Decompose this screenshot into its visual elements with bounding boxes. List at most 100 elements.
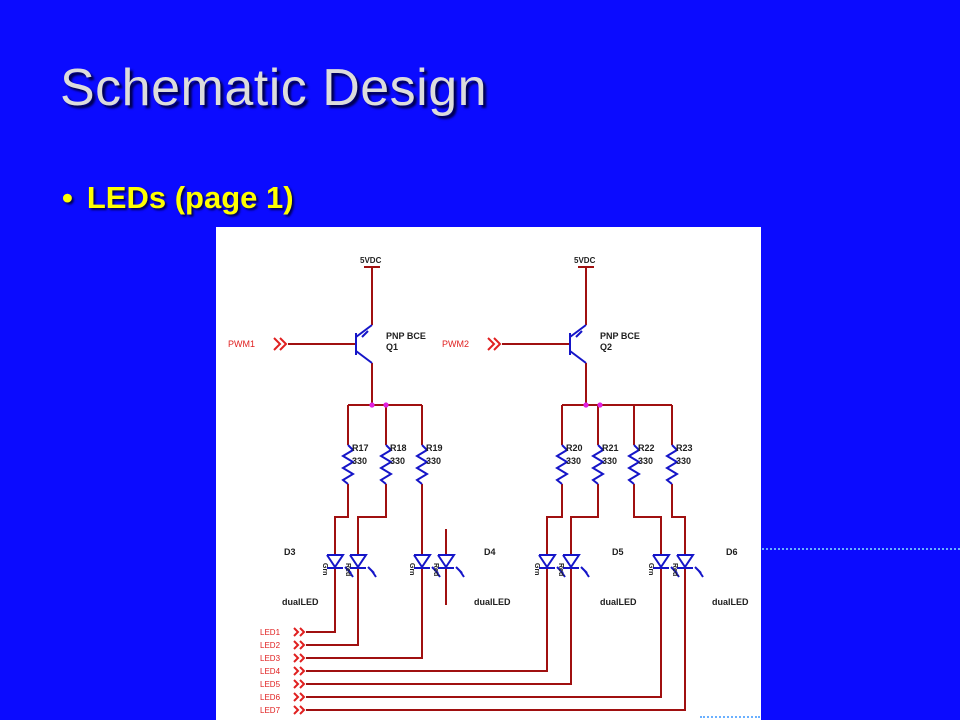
- resistor-zigzag: [555, 444, 569, 485]
- led-triangle: [652, 554, 671, 569]
- led-light-arrow: [459, 570, 465, 578]
- led-pin-label: Grn: [647, 563, 654, 575]
- wire: [306, 605, 359, 646]
- diode-part: dualLED: [474, 597, 511, 607]
- resistor-ref: R17: [352, 443, 369, 453]
- port-arrow: [487, 337, 496, 351]
- diode-ref: D5: [612, 547, 624, 557]
- wire: [306, 605, 423, 659]
- resistor-zigzag: [379, 444, 393, 485]
- port-arrow: [293, 692, 300, 702]
- bullet-marker: •: [62, 180, 73, 215]
- port-arrow: [299, 666, 306, 676]
- net-label: LED7: [260, 706, 281, 715]
- net-label: LED2: [260, 641, 281, 650]
- wire: [306, 605, 686, 711]
- port-arrow: [293, 705, 300, 715]
- decorative-dotted-line: [762, 548, 960, 550]
- bullet-item: • LEDs (page 1): [62, 180, 294, 216]
- resistor-zigzag: [415, 444, 429, 485]
- port-arrow: [273, 337, 282, 351]
- resistor-ref: R23: [676, 443, 693, 453]
- diode-ref: D3: [284, 547, 296, 557]
- resistor-ref: R22: [638, 443, 655, 453]
- pwm-label: PWM1: [228, 339, 255, 349]
- led-triangle: [562, 554, 581, 569]
- port-arrow: [299, 640, 306, 650]
- resistor-value: 330: [390, 456, 405, 466]
- junction-dot: [597, 402, 603, 408]
- port-arrow: [299, 705, 306, 715]
- transistor-collector: [569, 350, 587, 364]
- wire: [357, 502, 387, 555]
- transistor-arrow: [361, 330, 369, 338]
- decorative-dotted-line-bottom: [700, 716, 760, 718]
- diode-ref: D6: [726, 547, 738, 557]
- net-label: LED4: [260, 667, 281, 676]
- led-triangle: [326, 554, 345, 569]
- resistor-zigzag: [591, 444, 605, 485]
- resistor-zigzag: [341, 444, 355, 485]
- led-triangle: [413, 554, 432, 569]
- transistor-ref: Q1: [386, 342, 398, 352]
- wire: [306, 605, 572, 685]
- resistor-value: 330: [352, 456, 367, 466]
- led-pin-label: Red: [344, 563, 351, 576]
- junction-dot: [383, 402, 389, 408]
- transistor-emitter: [569, 324, 587, 338]
- led-triangle: [349, 554, 368, 569]
- resistor-value: 330: [676, 456, 691, 466]
- wire: [633, 502, 662, 555]
- transistor-type: PNP BCE: [386, 331, 426, 341]
- transistor-ref: Q2: [600, 342, 612, 352]
- resistor-zigzag: [627, 444, 641, 485]
- diode-ref: D4: [484, 547, 496, 557]
- port-arrow: [299, 679, 306, 689]
- led-pin-label: Red: [671, 563, 678, 576]
- diode-part: dualLED: [712, 597, 749, 607]
- port-arrow: [293, 679, 300, 689]
- led-pin-label: Grn: [321, 563, 328, 575]
- resistor-zigzag: [665, 444, 679, 485]
- transistor-type: PNP BCE: [600, 331, 640, 341]
- diode-part: dualLED: [282, 597, 319, 607]
- net-label: LED3: [260, 654, 281, 663]
- transistor-arrow: [575, 330, 583, 338]
- led-light-arrow: [560, 570, 566, 578]
- led-pin-label: Grn: [533, 563, 540, 575]
- led-pin-label: Grn: [408, 563, 415, 575]
- led-light-arrow: [371, 570, 377, 578]
- wire: [570, 502, 599, 555]
- led-pin-label: Red: [557, 563, 564, 576]
- led-triangle: [538, 554, 557, 569]
- transistor-collector: [355, 350, 373, 364]
- resistor-ref: R18: [390, 443, 407, 453]
- led-triangle: [676, 554, 695, 569]
- bullet-text: LEDs (page 1): [86, 180, 294, 215]
- led-light-arrow: [584, 570, 590, 578]
- transistor-emitter: [355, 324, 373, 338]
- resistor-value: 330: [638, 456, 653, 466]
- wire: [546, 502, 563, 555]
- slide-title: Schematic Design: [60, 59, 488, 117]
- resistor-ref: R21: [602, 443, 619, 453]
- supply-label: 5VDC: [574, 256, 596, 265]
- wire: [671, 502, 686, 555]
- wire: [306, 605, 548, 672]
- supply-label: 5VDC: [360, 256, 382, 265]
- net-label: LED6: [260, 693, 281, 702]
- pwm-label: PWM2: [442, 339, 469, 349]
- port-arrow: [293, 627, 300, 637]
- diode-part: dualLED: [600, 597, 637, 607]
- port-arrow: [293, 653, 300, 663]
- resistor-ref: R19: [426, 443, 443, 453]
- port-arrow: [279, 337, 288, 351]
- net-label: LED1: [260, 628, 281, 637]
- wire: [306, 605, 336, 633]
- junction-dot: [583, 402, 589, 408]
- port-arrow: [293, 640, 300, 650]
- resistor-value: 330: [566, 456, 581, 466]
- port-arrow: [299, 627, 306, 637]
- resistor-value: 330: [426, 456, 441, 466]
